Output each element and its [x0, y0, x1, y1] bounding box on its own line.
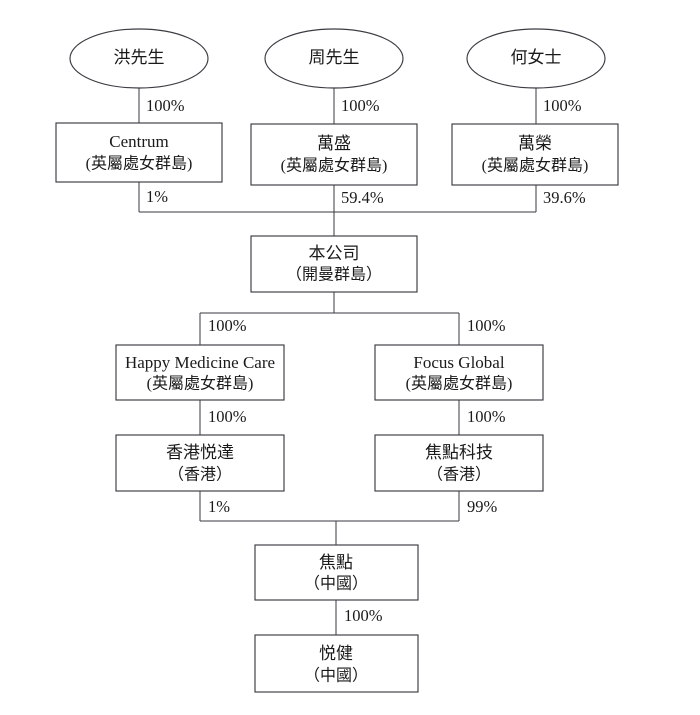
node-wansheng-box: [250, 123, 418, 186]
node-company-box: [250, 235, 418, 293]
node-hong[interactable]: 洪先生: [69, 28, 209, 89]
pct-hkyueda-jiaodian: 1%: [208, 497, 230, 516]
pct-company-focus: 100%: [467, 316, 506, 335]
node-wanrong-sublabel: (英屬處女群島): [482, 156, 589, 175]
node-centrum[interactable]: Centrum (英屬處女群島): [55, 122, 223, 183]
node-centrum-label: Centrum: [109, 132, 169, 151]
node-zhou-ellipse: [264, 28, 404, 89]
node-jdkeji[interactable]: 焦點科技 （香港）: [374, 434, 544, 492]
node-jdkeji-label: 焦點科技: [425, 443, 493, 462]
node-zhou-label: 周先生: [309, 48, 360, 67]
pct-wansheng-company: 59.4%: [341, 188, 384, 207]
node-zhou[interactable]: 周先生: [264, 28, 404, 89]
node-hkyueda-box: [115, 434, 285, 492]
node-wansheng-sublabel: (英屬處女群島): [281, 156, 388, 175]
node-wanrong-label: 萬榮: [518, 134, 552, 153]
node-yuejian[interactable]: 悦健 （中國）: [254, 634, 419, 693]
node-wansheng[interactable]: 萬盛 (英屬處女群島): [250, 123, 418, 186]
pct-jiaodian-yuejian: 100%: [344, 606, 383, 625]
pct-he-wanrong: 100%: [543, 96, 582, 115]
node-focusglobal-label: Focus Global: [413, 353, 504, 372]
node-hong-label: 洪先生: [114, 48, 165, 67]
node-jiaodian-sublabel: （中國）: [304, 575, 368, 593]
pct-jdkeji-jiaodian: 99%: [467, 497, 498, 516]
node-company-sublabel: （開曼群島）: [286, 266, 382, 284]
pct-company-happy: 100%: [208, 316, 247, 335]
node-yuejian-box: [254, 634, 419, 693]
pct-wanrong-company: 39.6%: [543, 188, 586, 207]
node-company-label: 本公司: [309, 244, 360, 263]
node-he-label: 何女士: [511, 48, 562, 67]
node-jdkeji-box: [374, 434, 544, 492]
pct-happy-hkyueda: 100%: [208, 407, 247, 426]
node-happy[interactable]: Happy Medicine Care (英屬處女群島): [115, 344, 285, 401]
node-focusglobal-box: [374, 344, 544, 401]
node-centrum-box: [55, 122, 223, 183]
connector-layer: [138, 88, 537, 635]
node-jiaodian-label: 焦點: [319, 553, 353, 572]
node-hkyueda[interactable]: 香港悦達 （香港）: [115, 434, 285, 492]
node-happy-sublabel: (英屬處女群島): [147, 374, 254, 393]
node-yuejian-sublabel: （中國）: [304, 667, 368, 685]
node-jiaodian[interactable]: 焦點 （中國）: [254, 544, 419, 601]
node-hkyueda-label: 香港悦達: [166, 443, 234, 462]
node-focusglobal-sublabel: (英屬處女群島): [406, 374, 513, 393]
node-hong-ellipse: [69, 28, 209, 89]
node-jdkeji-sublabel: （香港）: [427, 466, 491, 484]
node-focusglobal[interactable]: Focus Global (英屬處女群島): [374, 344, 544, 401]
percentage-label-layer: 100% 100% 100% 1% 59.4% 39.6% 100% 100% …: [146, 96, 586, 625]
pct-focus-jdkeji: 100%: [467, 407, 506, 426]
pct-zhou-wansheng: 100%: [341, 96, 380, 115]
node-company[interactable]: 本公司 （開曼群島）: [250, 235, 418, 293]
node-wanrong-box: [451, 123, 619, 186]
node-hkyueda-sublabel: （香港）: [168, 466, 232, 484]
pct-centrum-company: 1%: [146, 187, 168, 206]
pct-hong-centrum: 100%: [146, 96, 185, 115]
node-wanrong[interactable]: 萬榮 (英屬處女群島): [451, 123, 619, 186]
node-jiaodian-box: [254, 544, 419, 601]
node-he[interactable]: 何女士: [466, 28, 606, 89]
node-happy-label: Happy Medicine Care: [125, 353, 275, 372]
node-he-ellipse: [466, 28, 606, 89]
node-centrum-sublabel: (英屬處女群島): [86, 154, 193, 173]
node-happy-box: [115, 344, 285, 401]
node-wansheng-label: 萬盛: [317, 134, 351, 153]
node-yuejian-label: 悦健: [319, 644, 353, 663]
